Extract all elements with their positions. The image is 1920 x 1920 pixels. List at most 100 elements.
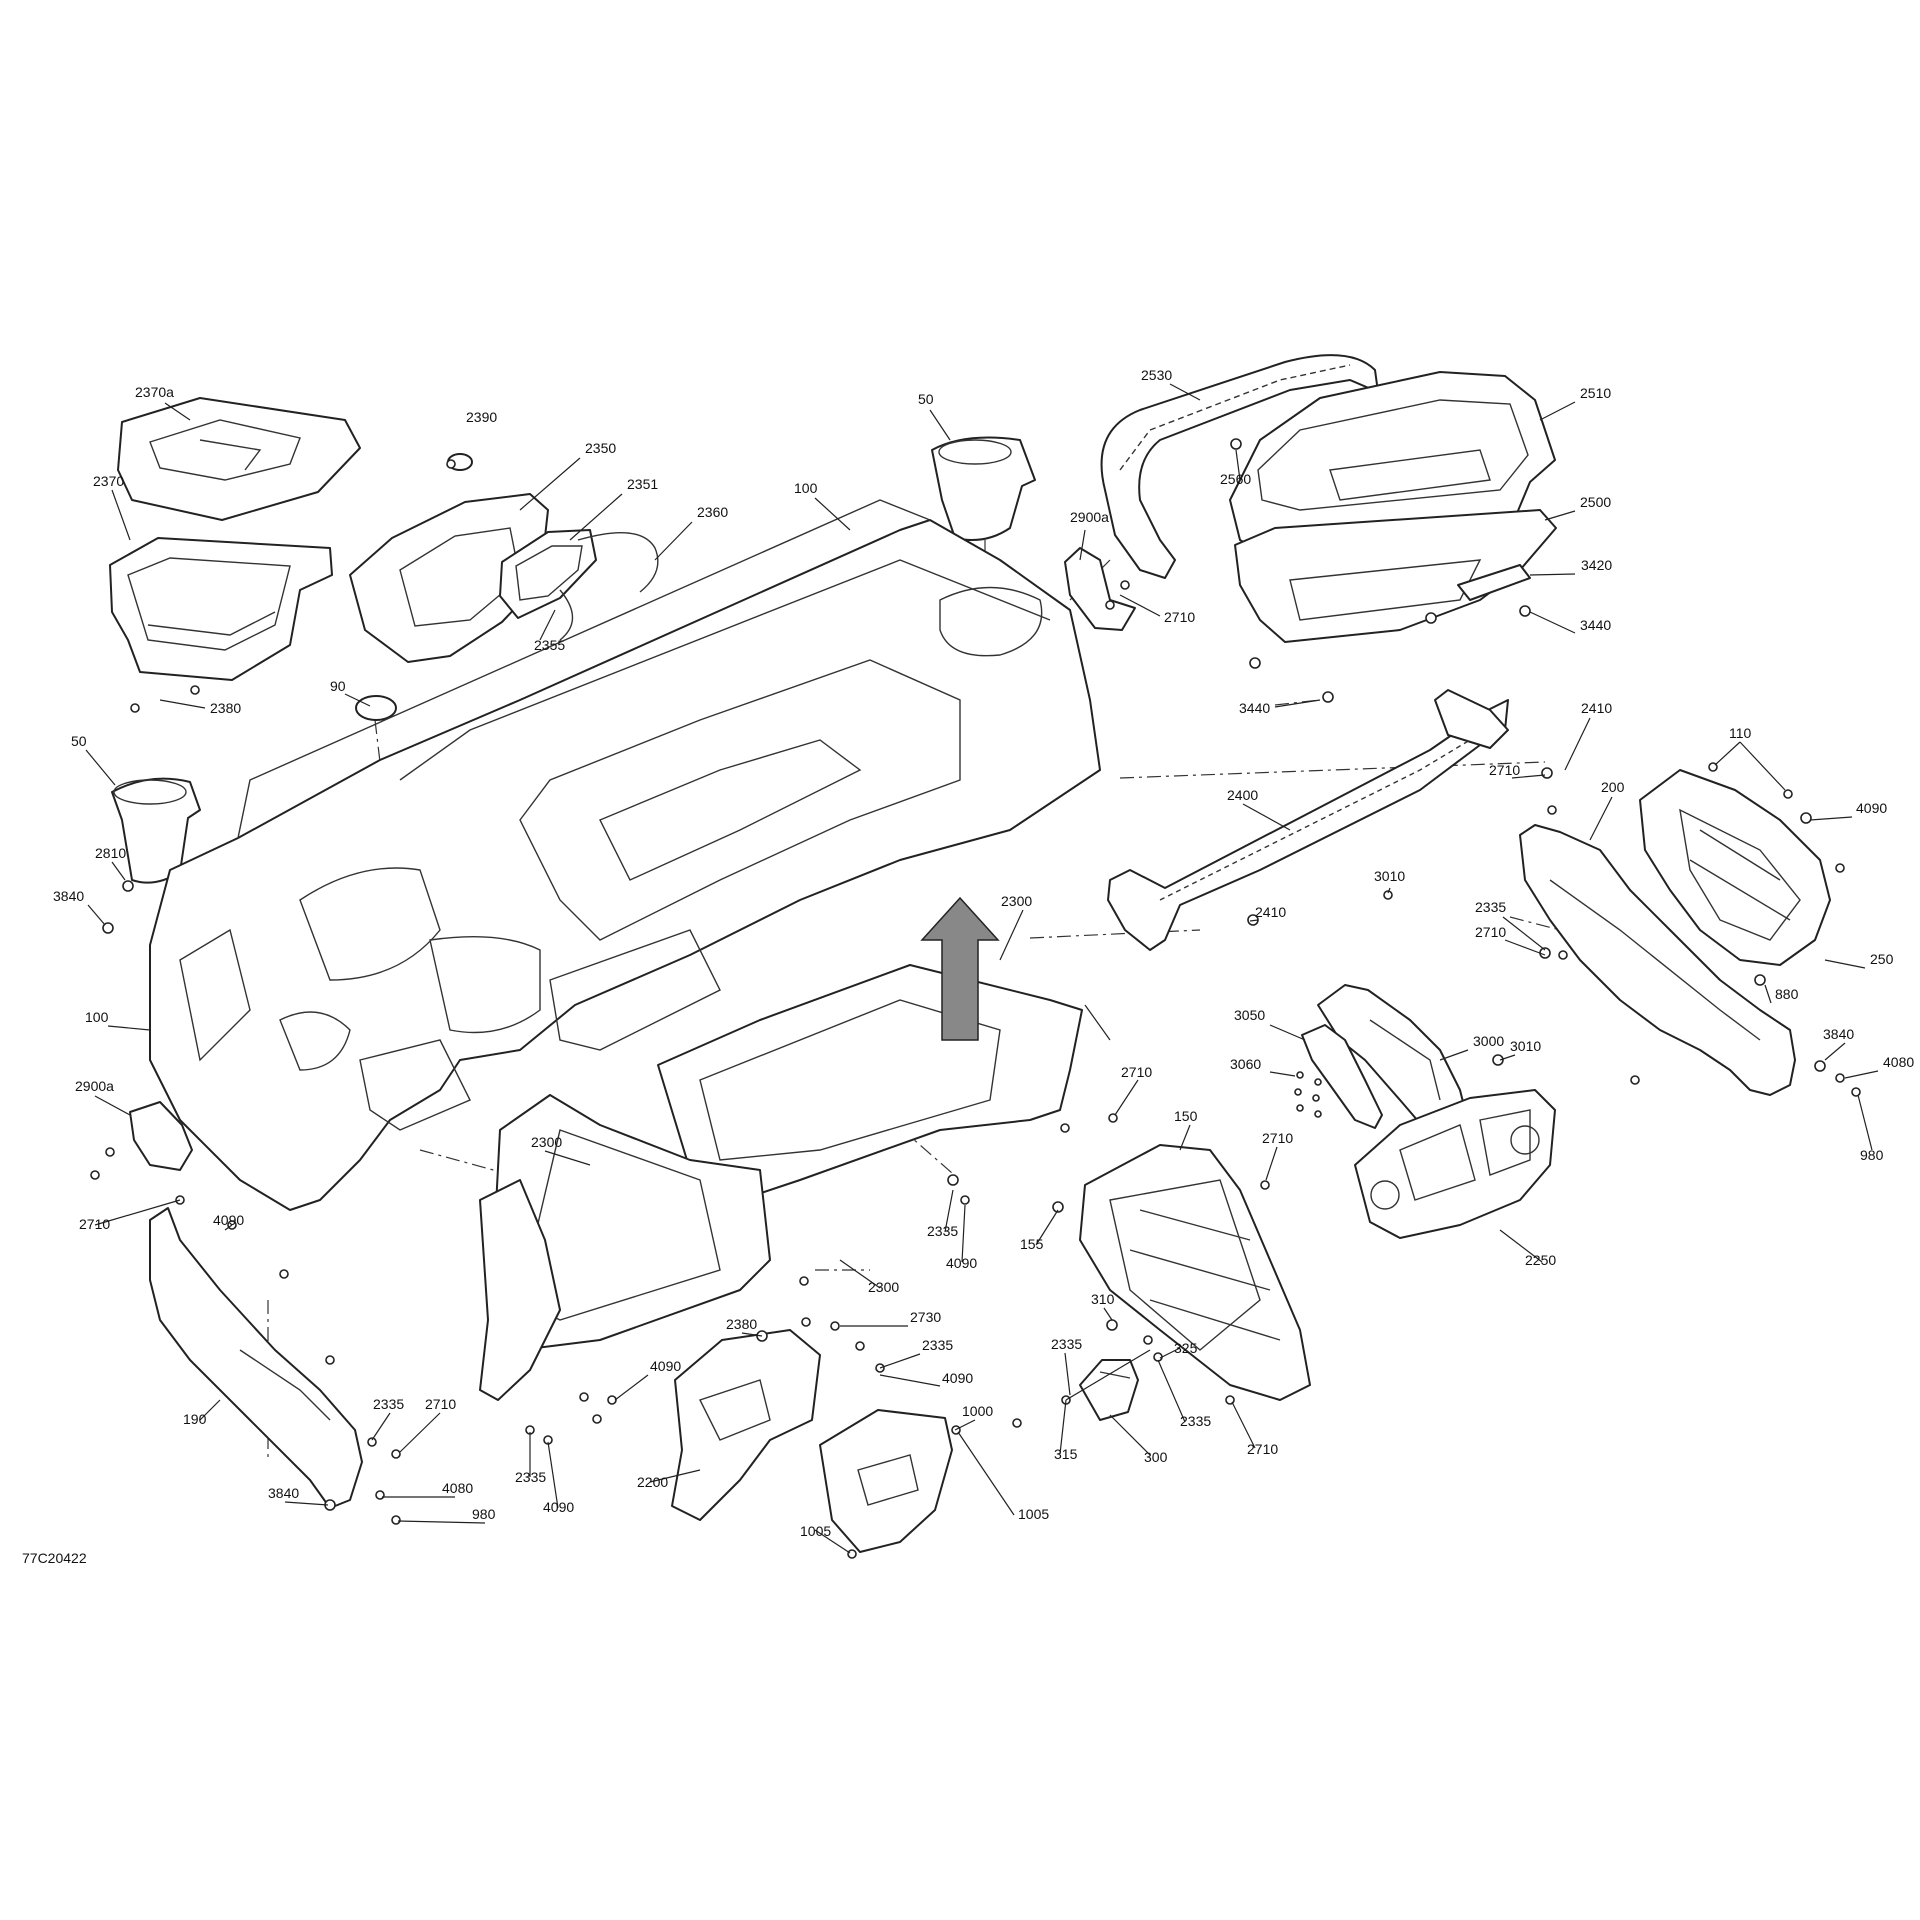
part-190-bracket — [149, 1207, 363, 1509]
part-callout-label: 3840 — [1823, 1026, 1854, 1042]
part-callout-label: 190 — [183, 1411, 207, 1427]
part-callout-label: 4090 — [946, 1255, 977, 1271]
part-callout-label: 2510 — [1580, 385, 1611, 401]
part-callout-label: 2560 — [1220, 471, 1251, 487]
part-callout-label: 100 — [794, 480, 818, 496]
part-250-side-bracket — [1639, 769, 1831, 966]
part-callout-label: 2730 — [910, 1309, 941, 1325]
part-callout-label: 2250 — [1525, 1252, 1556, 1268]
part-callout-label: 2335 — [927, 1223, 958, 1239]
part-callout-label: 2300 — [531, 1134, 562, 1150]
part-2370a-lid — [117, 397, 361, 521]
part-150-bracket — [1079, 1144, 1311, 1401]
callout-labels: 2370a23702380239023502351236023555010029… — [53, 367, 1914, 1539]
part-2500-console-tray — [1234, 509, 1557, 643]
part-callout-label: 2355 — [534, 637, 565, 653]
part-callout-label: 2370 — [93, 473, 124, 489]
part-300-module — [1079, 1359, 1139, 1421]
part-callout-label: 2351 — [627, 476, 658, 492]
part-callout-label: 2335 — [922, 1337, 953, 1353]
part-2900a-bracket-top — [1064, 547, 1136, 631]
part-callout-label: 2300 — [1001, 893, 1032, 909]
part-callout-label: 200 — [1601, 779, 1625, 795]
part-callout-label: 90 — [330, 678, 346, 694]
part-50-cup-holder-left — [111, 777, 201, 884]
leader-lines — [85, 383, 1879, 1554]
part-callout-label: 4090 — [1856, 800, 1887, 816]
up-arrow — [920, 896, 1000, 1041]
part-callout-label: 2710 — [425, 1396, 456, 1412]
part-callout-label: 3440 — [1580, 617, 1611, 633]
part-callout-label: 2400 — [1227, 787, 1258, 803]
part-callout-label: 2500 — [1580, 494, 1611, 510]
part-callout-label: 2350 — [585, 440, 616, 456]
part-callout-label: 2710 — [1247, 1441, 1278, 1457]
part-callout-label: 3440 — [1239, 700, 1270, 716]
part-callout-label: 250 — [1870, 951, 1894, 967]
part-callout-label: 2900a — [1070, 509, 1109, 525]
part-90-plug — [355, 695, 397, 721]
fasteners — [90, 438, 1861, 1559]
part-callout-label: 2710 — [1164, 609, 1195, 625]
part-50-cup-holder-top — [931, 436, 1036, 541]
part-callout-label: 4090 — [942, 1370, 973, 1386]
part-callout-label: 110 — [1729, 725, 1752, 741]
part-2250-vent-housing — [1354, 1089, 1556, 1239]
part-callout-label: 100 — [85, 1009, 109, 1025]
part-1000-glove-box — [819, 1409, 953, 1553]
part-callout-label: 3010 — [1510, 1038, 1541, 1054]
part-callout-label: 2710 — [1121, 1064, 1152, 1080]
part-callout-label: 325 — [1174, 1340, 1198, 1356]
part-callout-label: 4080 — [1883, 1054, 1914, 1070]
part-callout-label: 2530 — [1141, 367, 1172, 383]
part-callout-label: 3840 — [268, 1485, 299, 1501]
part-callout-label: 2810 — [95, 845, 126, 861]
part-callout-label: 2710 — [1489, 762, 1520, 778]
part-callout-label: 2335 — [515, 1469, 546, 1485]
part-callout-label: 2710 — [1262, 1130, 1293, 1146]
part-callout-label: 315 — [1054, 1446, 1078, 1462]
part-callout-label: 980 — [1860, 1147, 1884, 1163]
part-callout-label: 2335 — [1475, 899, 1506, 915]
part-callout-label: 2410 — [1581, 700, 1612, 716]
part-callout-label: 4080 — [442, 1480, 473, 1496]
part-callout-label: 2335 — [1051, 1336, 1082, 1352]
part-callout-label: 300 — [1144, 1449, 1168, 1465]
part-callout-label: 4090 — [213, 1212, 244, 1228]
part-100-dashboard — [149, 499, 1101, 1211]
part-callout-label: 2410 — [1255, 904, 1286, 920]
part-callout-label: 3050 — [1234, 1007, 1265, 1023]
part-callout-label: 1005 — [1018, 1506, 1049, 1522]
part-2370-storage-bin — [109, 537, 333, 681]
part-callout-label: 3000 — [1473, 1033, 1504, 1049]
part-callout-label: 155 — [1020, 1236, 1044, 1252]
part-callout-label: 1005 — [800, 1523, 831, 1539]
part-callout-label: 980 — [472, 1506, 496, 1522]
part-callout-label: 3840 — [53, 888, 84, 904]
part-2530-grab-handle — [1100, 354, 1379, 579]
part-200-side-panel — [1519, 824, 1796, 1096]
part-callout-label: 2335 — [1180, 1413, 1211, 1429]
part-callout-label: 2200 — [637, 1474, 668, 1490]
part-2360-trim — [559, 531, 659, 641]
part-callout-label: 3010 — [1374, 868, 1405, 884]
part-callout-label: 3060 — [1230, 1056, 1261, 1072]
part-callout-label: 2335 — [373, 1396, 404, 1412]
part-callout-label: 150 — [1174, 1108, 1198, 1124]
part-callout-label: 2380 — [726, 1316, 757, 1332]
part-callout-label: 310 — [1091, 1291, 1115, 1307]
part-callout-label: 880 — [1775, 986, 1799, 1002]
drawing-number: 77C20422 — [22, 1550, 87, 1566]
part-callout-label: 2710 — [79, 1216, 110, 1232]
part-callout-label: 2380 — [210, 700, 241, 716]
part-2351-bezel — [499, 529, 597, 619]
part-callout-label: 2370a — [135, 384, 174, 400]
part-3420-strip — [1457, 564, 1531, 601]
part-callout-label: 3420 — [1581, 557, 1612, 573]
part-callout-label: 50 — [71, 733, 87, 749]
part-2300-side-panel — [479, 1179, 561, 1401]
part-callout-label: 2390 — [466, 409, 497, 425]
part-callout-label: 2710 — [1475, 924, 1506, 940]
part-callout-label: 4090 — [650, 1358, 681, 1374]
